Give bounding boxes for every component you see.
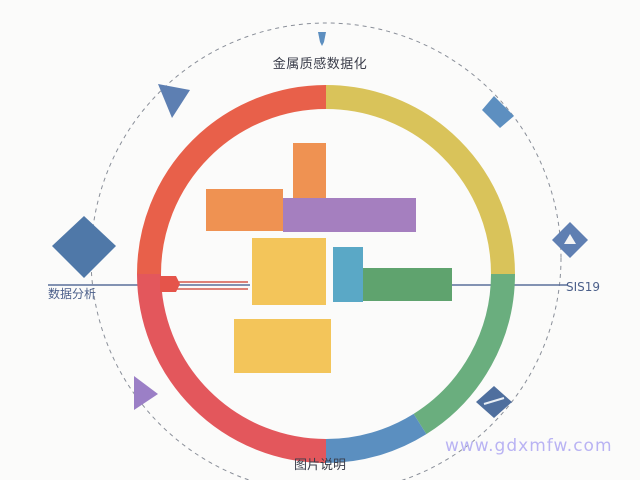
wave-icon-inner [483, 397, 505, 405]
ring-segment-green [413, 273, 515, 435]
arrow-marker-icon [160, 276, 180, 292]
triangle-marker-icon [158, 84, 190, 118]
leaf-icon-inner [564, 234, 576, 244]
right-tag: SIS19 [566, 280, 601, 294]
bar-orange-top [293, 143, 326, 201]
bottom-caption: 图片说明 [293, 458, 346, 473]
diamond-marker-icon-large [52, 216, 116, 278]
ring-segment-blue [325, 413, 427, 463]
triangle-marker-icon-purple [134, 376, 158, 410]
block-yellow-center [252, 238, 326, 305]
block-yellow-lower [234, 319, 331, 373]
bar-purple [283, 198, 416, 232]
bar-green [363, 268, 452, 301]
ring-segment-red [137, 85, 327, 275]
ring-segment-red-lower [137, 273, 327, 463]
ring-segment-yellow [325, 85, 515, 275]
pin-icon [318, 32, 326, 46]
diamond-marker-icon [482, 96, 514, 128]
watermark-link: www.gdxmfw.com [445, 436, 613, 456]
top-caption: 金属质感数据化 [272, 57, 368, 72]
bar-teal [333, 247, 363, 302]
bar-orange-left [206, 189, 283, 231]
left-tag: 数据分析 [48, 287, 97, 301]
